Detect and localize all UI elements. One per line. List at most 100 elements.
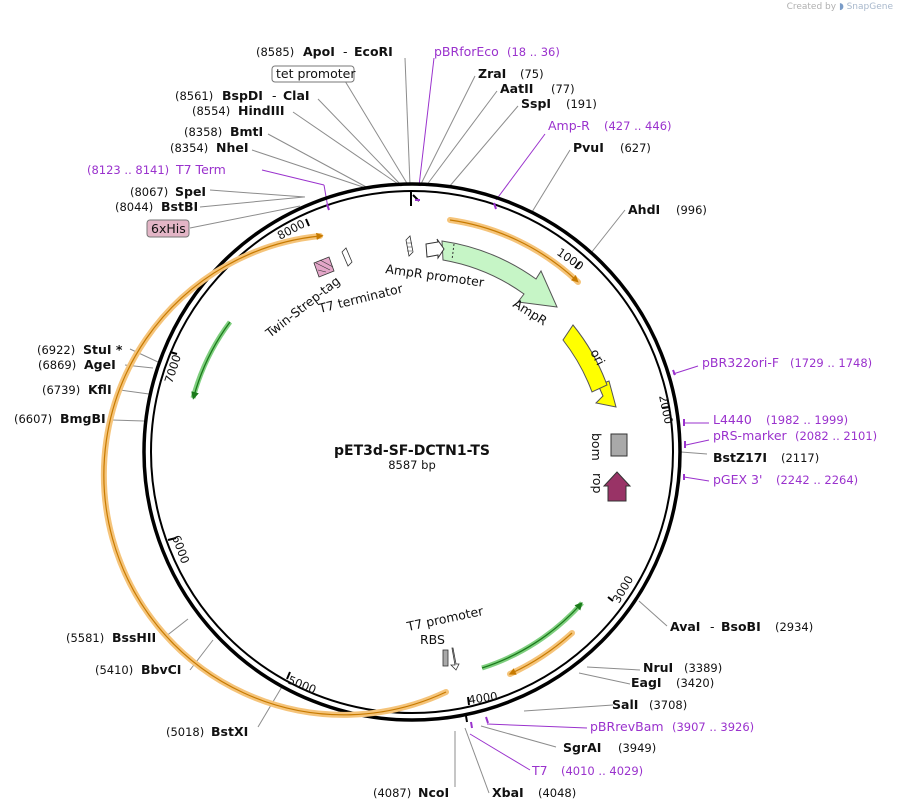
feature-label: rop [590,473,605,494]
feature-label: RBS [420,632,445,647]
primer-name: pBRforEco [434,44,499,59]
site-pos: (5018) [166,725,204,739]
site-pos: (8354) [170,141,208,155]
primer-pos: (1729 .. 1748) [790,356,872,370]
site-pos: (2934) [775,620,813,634]
plasmid-name: pET3d-SF-DCTN1-TS [334,443,490,459]
site-pos: (3949) [618,741,656,755]
bom-feature [610,433,628,457]
primer-name: pBRrevBam [590,719,664,734]
site-pos: (5581) [66,631,104,645]
cds-arrow-left [190,320,233,399]
primer-name: pRS-marker [713,428,788,443]
ring-ticks [167,218,670,706]
site-name: SalI [612,697,638,712]
site-pos: (8067) [130,185,168,199]
tet-promoter-label: tet promoter [276,66,356,81]
site-pos: (8585) [256,45,294,59]
tick-label: 6000 [169,533,192,565]
primer-name: L4440 [713,412,752,427]
site-pos: (8554) [192,104,230,118]
site-name: AvaI [670,619,700,634]
credit-brand: SnapGene [846,2,893,12]
backbone-outer [142,182,682,722]
site-name: SgrAI [563,740,601,755]
site-name: AgeI [84,357,116,372]
site-name: SpeI [175,184,206,199]
site-pos: (6869) [38,358,76,372]
site-name: StuI * [83,342,123,357]
site-name: EcoRI [354,44,393,59]
primer-pos: (18 .. 36) [507,45,560,59]
tick-label: 7000 [162,353,184,385]
site-dash: - [272,88,277,103]
site-pos: (6607) [14,412,52,426]
site-pos: (6739) [42,383,80,397]
site-pos: (996) [676,203,707,217]
feature-label: ori [587,346,608,367]
t7-promoter-arrow [450,647,460,671]
his-tag-box [146,219,190,238]
site-pos: (3420) [676,676,714,690]
ampr-promoter-arrow [425,238,445,260]
primer-pos: (3907 .. 3926) [672,720,754,734]
primer-name: Amp-R [548,118,590,133]
site-pos: (4087) [373,786,411,800]
site-name: HindIII [238,103,285,118]
credit: Created by ◗ SnapGene [787,2,893,12]
tick-label: 5000 [286,673,318,697]
t7-terminator-feature [341,247,353,267]
site-pos: (191) [566,97,597,111]
site-name: AhdI [628,202,660,217]
site-name: AatII [500,81,533,96]
site-pos: (4048) [538,786,576,800]
his-tag-label: 6xHis [151,221,186,236]
site-pos: (8561) [175,89,213,103]
site-name: BssHII [112,630,156,645]
site-name: BstXI [211,724,248,739]
site-pos: (627) [620,141,651,155]
primer-pos: (2242 .. 2264) [776,473,858,487]
site-name: EagI [631,675,662,690]
site-name: BbvCI [141,662,181,677]
tet-promoter-glyph [405,235,414,257]
site-name: NcoI [418,785,449,800]
site-pos: (2117) [781,451,819,465]
snapgene-logo-icon: ◗ [838,2,844,12]
feature-label: T7 promoter [405,603,486,634]
tick-label: 4000 [467,689,498,707]
primer-pos: (8123 .. 8141) [87,163,169,177]
site-name: BstZ17I [713,450,767,465]
leader-lines [111,57,708,794]
primer-leaders [261,57,710,771]
ampr-arrow [441,240,558,308]
tick-label: 3000 [609,573,636,605]
primer-pos: (4010 .. 4029) [561,764,643,778]
primer-marks [326,202,686,729]
primer-pos: (427 .. 446) [604,119,672,133]
feature-label: bom [589,433,604,461]
site-name: BstBI [161,199,198,214]
site-pos: (3708) [649,698,687,712]
site-pos: (8044) [115,200,153,214]
primer-pos: (1982 .. 1999) [766,413,848,427]
site-name: PvuI [573,140,604,155]
site-pos: (8358) [184,125,222,139]
site-name: ZraI [478,66,506,81]
site-pos: (75) [520,67,544,81]
site-name: BsoBI [721,619,761,634]
site-pos: (6922) [37,343,75,357]
site-dash: - [710,619,715,634]
plasmid-length: 8587 bp [388,458,436,472]
site-name: NruI [643,660,673,675]
site-pos: (77) [551,82,575,96]
site-dash: - [343,44,348,59]
primer-name: T7 Term [175,162,226,177]
site-name: ApoI [303,44,335,59]
tick-label: 2000 [656,394,676,426]
site-pos: (5410) [95,663,133,677]
site-name: NheI [216,140,249,155]
primer-name: pBR322ori-F [702,355,779,370]
site-name: BmgBI [60,411,106,426]
rop-arrow [602,471,632,502]
